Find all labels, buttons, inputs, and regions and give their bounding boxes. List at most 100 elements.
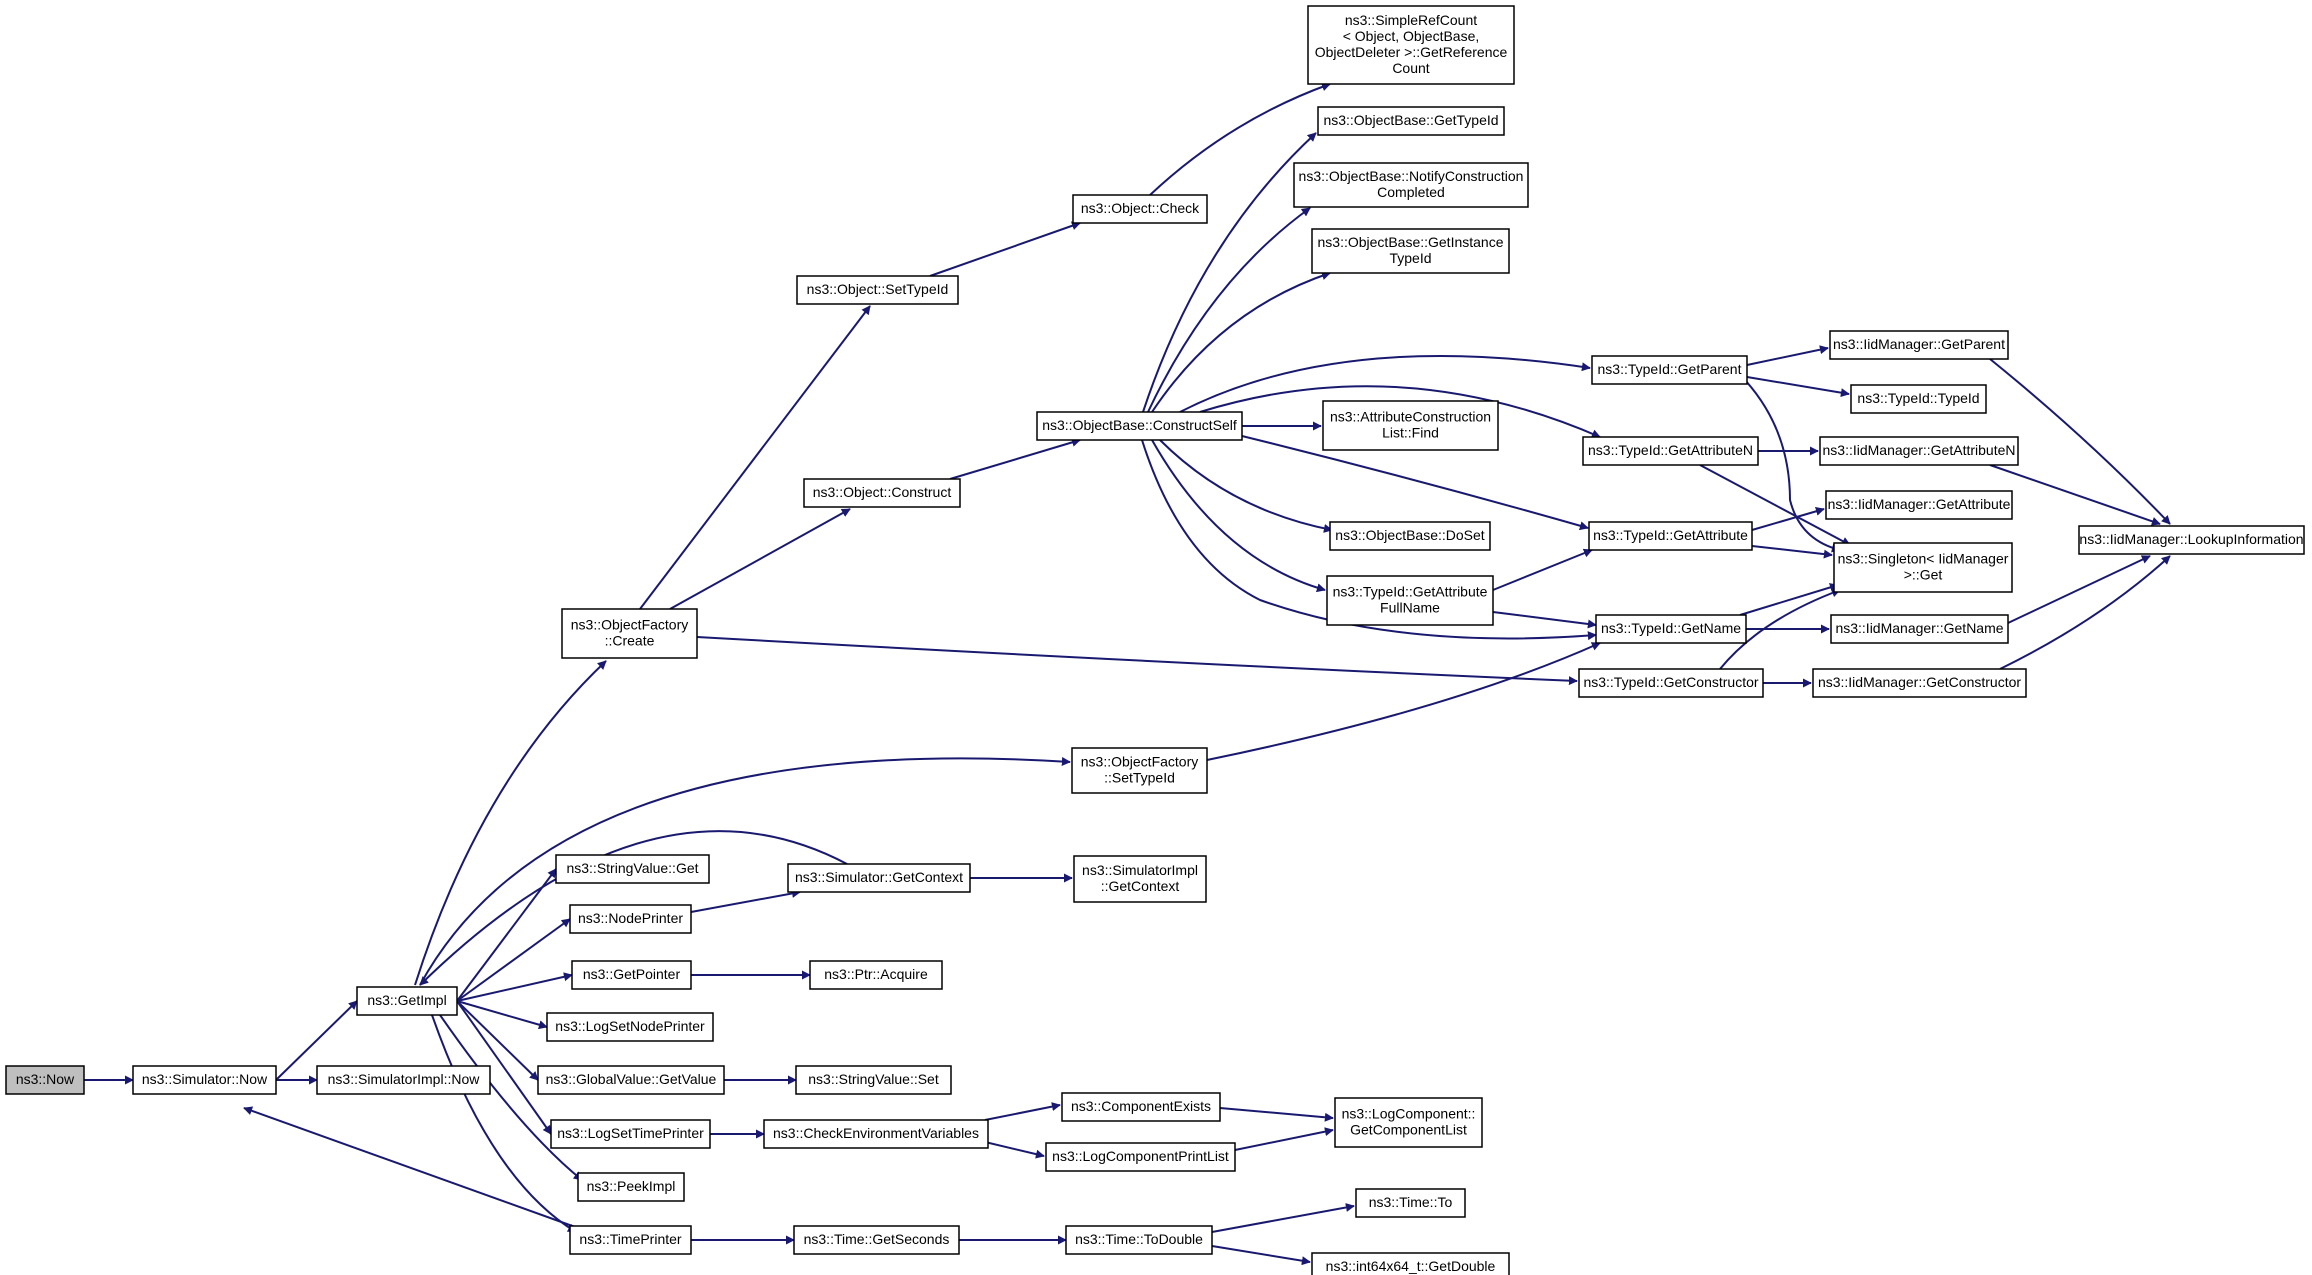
- node-tid-getattrn[interactable]: ns3::TypeId::GetAttributeN: [1582, 436, 1759, 466]
- node-label: ns3::ObjectBase::DoSet: [1335, 527, 1485, 543]
- node-label: GetComponentList: [1350, 1122, 1467, 1138]
- node-peekimpl[interactable]: ns3::PeekImpl: [577, 1172, 685, 1202]
- node-logcomp-getlist[interactable]: ns3::LogComponent::GetComponentList: [1334, 1097, 1483, 1148]
- edge-sim_getcontext-to-getimpl: [419, 830, 848, 986]
- node-label: ns3::Ptr::Acquire: [824, 966, 928, 982]
- node-label: ns3::LogSetTimePrinter: [557, 1125, 704, 1141]
- node-ob-notify[interactable]: ns3::ObjectBase::NotifyConstructionCompl…: [1293, 162, 1529, 208]
- edge-getimpl-to-getpointer: [456, 972, 573, 1002]
- node-ob-gettypeid[interactable]: ns3::ObjectBase::GetTypeId: [1317, 106, 1505, 136]
- node-compexists[interactable]: ns3::ComponentExists: [1061, 1092, 1221, 1122]
- node-iid-getattrn[interactable]: ns3::IidManager::GetAttributeN: [1819, 436, 2019, 466]
- node-box: [5, 1065, 85, 1095]
- node-int64-getdouble[interactable]: ns3::int64x64_t::GetDouble: [1311, 1252, 1510, 1275]
- node-ptr-acquire[interactable]: ns3::Ptr::Acquire: [809, 960, 943, 990]
- edge-tid_getattr-to-iid_getattr: [1751, 506, 1825, 531]
- edge-of_settypeid-to-tid_getname: [1206, 642, 1601, 761]
- edge-nodeprinter-to-sim_getcontext: [690, 889, 801, 913]
- node-timeprinter[interactable]: ns3::TimePrinter: [569, 1225, 692, 1255]
- node-box: [1307, 5, 1515, 85]
- node-label: ns3::IidManager::GetConstructor: [1818, 674, 2021, 690]
- node-tid-typeid[interactable]: ns3::TypeId::TypeId: [1850, 384, 1987, 414]
- node-strval-set[interactable]: ns3::StringValue::Set: [795, 1065, 952, 1095]
- node-of-settypeid[interactable]: ns3::ObjectFactory::SetTypeId: [1071, 747, 1208, 794]
- node-obj-settypeid[interactable]: ns3::Object::SetTypeId: [796, 275, 959, 305]
- node-label: ns3::StringValue::Set: [808, 1071, 939, 1087]
- node-box: [1850, 384, 1987, 414]
- node-iid-lookup[interactable]: ns3::IidManager::LookupInformation: [2078, 525, 2305, 555]
- node-sim-getcontext[interactable]: ns3::Simulator::GetContext: [787, 863, 971, 893]
- node-sim-now[interactable]: ns3::Simulator::Now: [132, 1065, 277, 1095]
- node-simplerefcount[interactable]: ns3::SimpleRefCount< Object, ObjectBase,…: [1307, 5, 1515, 85]
- node-box: [1329, 521, 1491, 551]
- node-logsetnodeprinter[interactable]: ns3::LogSetNodePrinter: [546, 1012, 714, 1042]
- edge-getimpl-to-strval_get: [456, 868, 557, 1002]
- node-box: [571, 960, 692, 990]
- edge-ob_constructself-to-ob_doset: [1159, 439, 1333, 533]
- node-box: [1036, 411, 1243, 441]
- node-label: ns3::Singleton< IidManager: [1838, 551, 2009, 567]
- node-getimpl[interactable]: ns3::GetImpl: [356, 986, 458, 1016]
- node-label: List::Find: [1382, 425, 1439, 441]
- edge-iid_getparent-to-iid_lookup: [1989, 358, 2171, 525]
- node-box: [569, 1225, 692, 1255]
- node-box: [763, 1119, 989, 1149]
- node-time-todouble[interactable]: ns3::Time::ToDouble: [1065, 1225, 1213, 1255]
- node-label: ns3::int64x64_t::GetDouble: [1326, 1258, 1496, 1274]
- node-simimpl-now[interactable]: ns3::SimulatorImpl::Now: [316, 1065, 491, 1095]
- node-ob-doset[interactable]: ns3::ObjectBase::DoSet: [1329, 521, 1491, 551]
- node-tid-getparent[interactable]: ns3::TypeId::GetParent: [1591, 355, 1748, 385]
- node-logsettimeprinter[interactable]: ns3::LogSetTimePrinter: [550, 1119, 711, 1149]
- node-iid-getname[interactable]: ns3::IidManager::GetName: [1830, 614, 2009, 644]
- node-box: [1829, 330, 2009, 360]
- node-box: [1311, 228, 1510, 274]
- edge-getimpl-to-peekimpl: [439, 1014, 583, 1181]
- node-obj-construct[interactable]: ns3::Object::Construct: [803, 478, 961, 508]
- node-iid-getattr[interactable]: ns3::IidManager::GetAttribute: [1825, 490, 2013, 520]
- node-box: [1073, 855, 1207, 903]
- edge-checkenv-to-compexists: [984, 1102, 1061, 1121]
- node-label: < Object, ObjectBase,: [1343, 28, 1480, 44]
- node-checkenv[interactable]: ns3::CheckEnvironmentVariables: [763, 1119, 989, 1149]
- node-ob-constructself[interactable]: ns3::ObjectBase::ConstructSelf: [1036, 411, 1243, 441]
- node-box: [537, 1065, 725, 1095]
- node-iid-getconstructor[interactable]: ns3::IidManager::GetConstructor: [1812, 668, 2027, 698]
- node-label: TypeId: [1389, 250, 1431, 266]
- edge-getimpl-to-gv_getvalue: [456, 1000, 539, 1081]
- node-label: Completed: [1377, 184, 1445, 200]
- node-of-create[interactable]: ns3::ObjectFactory::Create: [561, 608, 698, 659]
- edge-ob_constructself-to-ob_getinst: [1151, 271, 1331, 413]
- node-tid-getconstructor[interactable]: ns3::TypeId::GetConstructor: [1578, 668, 1764, 698]
- node-label: ns3::TypeId::TypeId: [1857, 390, 1979, 406]
- node-now: ns3::Now: [5, 1065, 85, 1095]
- node-time-to[interactable]: ns3::Time::To: [1355, 1188, 1466, 1218]
- node-simimpl-getcontext[interactable]: ns3::SimulatorImpl::GetContext: [1073, 855, 1207, 903]
- node-tid-getname[interactable]: ns3::TypeId::GetName: [1595, 614, 1747, 644]
- node-label: ::GetContext: [1101, 878, 1180, 894]
- node-logcompprintlist[interactable]: ns3::LogComponentPrintList: [1045, 1142, 1236, 1172]
- node-label: ns3::ObjectBase::ConstructSelf: [1042, 417, 1237, 433]
- edge-of_create-to-obj_construct: [669, 508, 851, 610]
- node-iid-getparent[interactable]: ns3::IidManager::GetParent: [1829, 330, 2009, 360]
- node-label: ns3::ObjectFactory: [1081, 754, 1199, 770]
- node-label: ns3::TimePrinter: [579, 1231, 682, 1247]
- node-box: [1588, 521, 1753, 551]
- edge-tid_getattrfull-to-tid_getname: [1492, 611, 1597, 629]
- node-tid-getattr[interactable]: ns3::TypeId::GetAttribute: [1588, 521, 1753, 551]
- node-singleton-get[interactable]: ns3::Singleton< IidManager >::Get: [1833, 542, 2013, 593]
- node-gv-getvalue[interactable]: ns3::GlobalValue::GetValue: [537, 1065, 725, 1095]
- node-label: ns3::TypeId::GetAttributeN: [1588, 442, 1753, 458]
- node-obj-check[interactable]: ns3::Object::Check: [1072, 194, 1208, 224]
- node-box: [796, 275, 959, 305]
- edge-tid_getattrfull-to-tid_getattr: [1492, 548, 1593, 591]
- node-getpointer[interactable]: ns3::GetPointer: [571, 960, 692, 990]
- node-box: [809, 960, 943, 990]
- node-time-getseconds[interactable]: ns3::Time::GetSeconds: [793, 1225, 960, 1255]
- node-nodeprinter[interactable]: ns3::NodePrinter: [569, 904, 692, 934]
- node-strval-get[interactable]: ns3::StringValue::Get: [555, 854, 710, 884]
- node-box: [1045, 1142, 1236, 1172]
- edge-tid_getattr-to-singleton_get: [1751, 545, 1833, 559]
